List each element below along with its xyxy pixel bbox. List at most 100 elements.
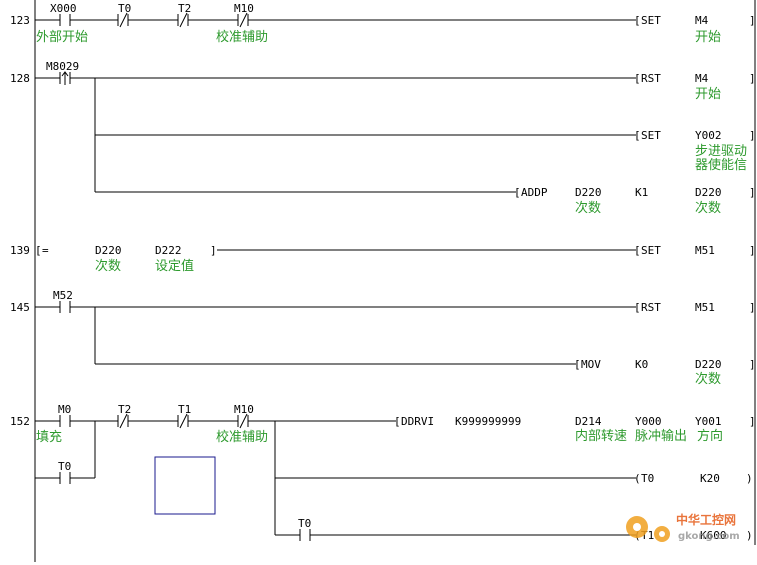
operand: K0	[635, 358, 648, 371]
contact-label: T1	[178, 403, 191, 416]
step-number: 145	[10, 301, 30, 314]
operand: M51	[695, 301, 715, 314]
svg-text:[: [	[514, 186, 521, 199]
coil-label: T0	[641, 472, 654, 485]
timer-coil[interactable]: ( T0 K20 )	[634, 472, 753, 485]
watermark-text: 中华工控网	[676, 512, 736, 527]
contact-label: T0	[118, 2, 131, 15]
contact-nc[interactable]	[117, 12, 129, 28]
contact-label: M0	[58, 403, 71, 416]
instruction-box[interactable]: [ ADDP D220 次数 K1 D220 次数 ]	[514, 186, 756, 216]
compare-operator: =	[42, 244, 49, 257]
step-number: 139	[10, 244, 30, 257]
contact-comment: 填充	[36, 429, 62, 445]
contact-nc[interactable]	[237, 413, 249, 429]
operand: D214	[575, 415, 602, 428]
watermark: 中华工控网 gkong.com	[626, 512, 740, 542]
operand-comment: 方向	[697, 428, 723, 444]
operand: M4	[695, 72, 709, 85]
contact-no[interactable]	[59, 472, 71, 484]
instruction-name: MOV	[581, 358, 601, 371]
selection-cursor[interactable]	[154, 456, 216, 515]
contact-no[interactable]	[59, 301, 71, 313]
instruction-name: SET	[641, 14, 661, 27]
operand: D220	[575, 186, 602, 199]
svg-text:]: ]	[749, 14, 756, 27]
svg-text:): )	[746, 529, 753, 542]
svg-text:[: [	[634, 301, 641, 314]
svg-text:]: ]	[749, 358, 756, 371]
operand-comment: 次数	[95, 258, 121, 274]
contact-no[interactable]	[59, 14, 71, 26]
operand: M51	[695, 244, 715, 257]
operand: D220	[95, 244, 122, 257]
instruction-name: RST	[641, 72, 661, 85]
operand-comment: 开始	[695, 87, 721, 102]
step-number: 123	[10, 14, 30, 27]
instruction-box[interactable]: [ RST M51 ]	[634, 301, 756, 314]
step-number: 128	[10, 72, 30, 85]
svg-text:]: ]	[749, 129, 756, 142]
contact-nc[interactable]	[177, 413, 189, 429]
instruction-box[interactable]: [ RST M4 开始 ]	[634, 72, 756, 102]
svg-text:[: [	[35, 244, 42, 257]
contact-no[interactable]	[59, 415, 71, 427]
contact-label: M10	[234, 2, 254, 15]
svg-text:]: ]	[749, 186, 756, 199]
instruction-name: DDRVI	[401, 415, 434, 428]
svg-text:): )	[746, 472, 753, 485]
contact-label: T2	[178, 2, 191, 15]
compare-box[interactable]: [ = D220 次数 D222 设定值 ]	[35, 244, 217, 274]
operand-comment: 脉冲输出	[635, 428, 687, 444]
operand: D220	[695, 186, 722, 199]
svg-text:[: [	[634, 129, 641, 142]
step-number: 152	[10, 415, 30, 428]
rung-128[interactable]: 128 M8029 [ RST M4 开始 ] [ SET Y002 步进驱动 …	[10, 60, 756, 216]
operand: Y000	[635, 415, 662, 428]
rung-145[interactable]: 145 M52 [ RST M51 ] [ MOV K0 D220 次数 ]	[10, 289, 756, 387]
contact-pulse[interactable]	[59, 71, 71, 85]
operand-comment: 器使能信	[695, 157, 747, 173]
contact-label: X000	[50, 2, 77, 15]
operand-comment: 次数	[575, 200, 601, 216]
operand-comment: 内部转速	[575, 428, 627, 444]
contact-label: M52	[53, 289, 73, 302]
svg-text:]: ]	[749, 72, 756, 85]
svg-text:[: [	[634, 244, 641, 257]
instruction-box[interactable]: [ SET M4 开始 ]	[634, 14, 756, 45]
instruction-name: ADDP	[521, 186, 548, 199]
operand: Y001	[695, 415, 722, 428]
svg-text:]: ]	[749, 244, 756, 257]
rung-152[interactable]: 152 M0 填充 T2 T1 M10 校准辅助 T0 T0 [ DDRVI K…	[10, 403, 756, 542]
rung-123[interactable]: 123 X000 外部开始 T0 T2 M10 校准辅助 [ SET M4 开始…	[10, 2, 756, 45]
svg-text:]: ]	[210, 244, 217, 257]
operand-comment: 设定值	[155, 258, 194, 274]
watermark-url: gkong.com	[678, 531, 740, 542]
instruction-box[interactable]: [ DDRVI K999999999 D214 内部转速 Y000 脉冲输出 Y…	[394, 415, 756, 444]
operand-comment: 步进驱动	[695, 144, 747, 159]
contact-nc[interactable]	[177, 12, 189, 28]
instruction-box[interactable]: [ SET Y002 步进驱动 器使能信 ]	[634, 129, 756, 173]
operand-comment: 次数	[695, 200, 721, 216]
contact-comment: 校准辅助	[216, 29, 268, 45]
svg-text:]: ]	[749, 415, 756, 428]
operand-comment: 开始	[695, 30, 721, 45]
coil-setting: K20	[700, 472, 720, 485]
contact-label: M8029	[46, 60, 79, 73]
contact-label: T0	[58, 460, 71, 473]
contact-comment: 校准辅助	[216, 429, 268, 445]
instruction-name: RST	[641, 301, 661, 314]
instruction-box[interactable]: [ SET M51 ]	[634, 244, 756, 257]
contact-comment: 外部开始	[36, 30, 88, 45]
coil-setting: K600	[700, 529, 727, 542]
contact-label: M10	[234, 403, 254, 416]
contact-no[interactable]	[299, 529, 311, 541]
gear-icon	[626, 516, 670, 542]
contact-nc[interactable]	[237, 12, 249, 28]
rung-139[interactable]: 139 [ = D220 次数 D222 设定值 ] [ SET M51 ]	[10, 244, 756, 274]
contact-nc[interactable]	[117, 413, 129, 429]
svg-text:]: ]	[749, 301, 756, 314]
instruction-box[interactable]: [ MOV K0 D220 次数 ]	[574, 358, 756, 387]
instruction-name: SET	[641, 244, 661, 257]
